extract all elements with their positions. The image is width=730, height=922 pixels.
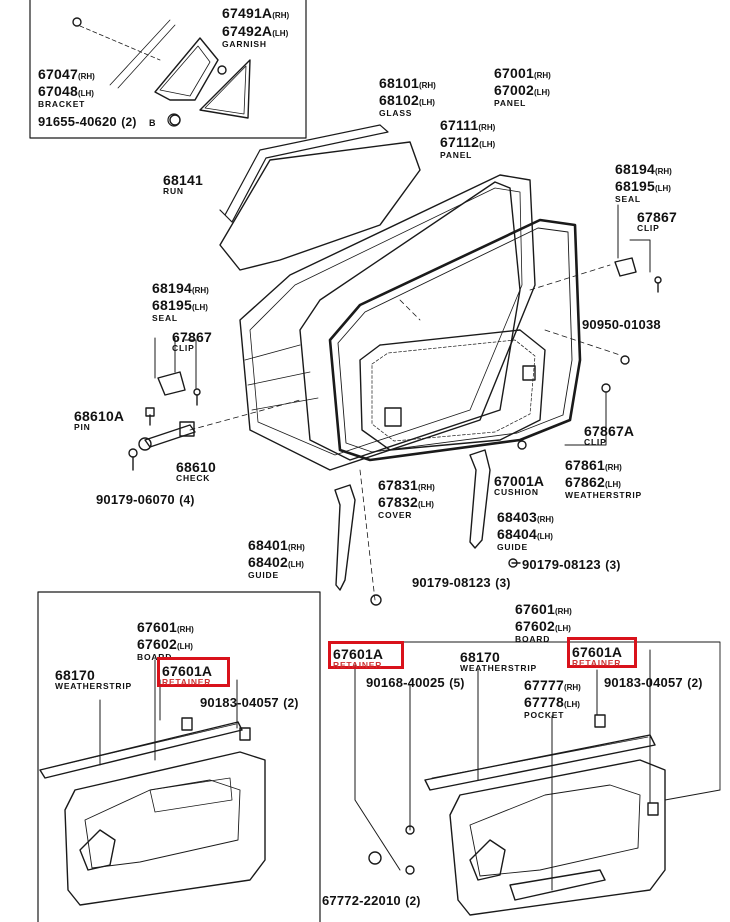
label-bolt-guide-right: 90179-08123 (3) <box>522 557 621 572</box>
label-weatherstrip: 67861(RH) 67862(LH) WEATHERSTRIP <box>565 457 642 500</box>
label-bracket: 67047(RH) 67048(LH) BRACKET <box>38 66 95 109</box>
garnish-part <box>199 59 251 119</box>
label-check: 68610 CHECK <box>176 459 216 483</box>
label-pin: 68610A PIN <box>74 408 125 432</box>
label-screw-right: 90950-01038 <box>582 317 661 332</box>
door-glass <box>219 141 421 271</box>
label-board-left: 67601(RH) 67602(LH) BOARD <box>137 619 194 662</box>
label-retainer-right-a: 67601A RETAINER <box>333 646 384 670</box>
label-seal-right: 68194(RH) 68195(LH) SEAL <box>615 161 672 204</box>
label-bolt-check: 90179-06070 (4) <box>96 492 195 507</box>
service-cover <box>359 329 546 451</box>
highlight-retainer-right-a <box>328 641 404 669</box>
label-clip-lower: 67867A CLIP <box>584 423 635 447</box>
label-pocket: 67777(RH) 67778(LH) POCKET <box>524 677 581 720</box>
label-weatherstrip-right: 68170 WEATHERSTRIP <box>460 649 537 673</box>
trim-board-right <box>449 759 666 916</box>
label-cover: 67831(RH) 67832(LH) COVER <box>378 477 435 520</box>
label-panel-outer: 67001(RH) 67002(LH) PANEL <box>494 65 551 108</box>
label-retainer-left: 67601A RETAINER <box>162 663 213 687</box>
label-seal-left: 68194(RH) 68195(LH) SEAL <box>152 280 209 323</box>
inset-frame-top <box>29 0 307 139</box>
highlight-retainer-left <box>157 657 230 687</box>
label-guide-left: 68401(RH) 68402(LH) GUIDE <box>248 537 305 580</box>
label-board-right: 67601(RH) 67602(LH) BOARD <box>515 601 572 644</box>
label-run: 68141 RUN <box>163 172 203 196</box>
door-inner-panel <box>299 181 521 461</box>
trim-board-left <box>64 751 266 906</box>
guide-left <box>334 484 356 591</box>
bracket-part <box>154 37 219 101</box>
label-bolt-guide-mid: 90179-08123 (3) <box>412 575 511 590</box>
inset-frame-bottom-left <box>37 591 321 922</box>
label-garnish: 67491A(RH) 67492A(LH) GARNISH <box>222 5 290 49</box>
label-cushion: 67001A CUSHION <box>494 473 545 497</box>
label-screw-right-b: 90183-04057 (2) <box>604 675 703 690</box>
label-screw-left: 90183-04057 (2) <box>200 695 299 710</box>
door-outer-panel <box>239 174 536 471</box>
label-pocket-screw: 67772-22010 (2) <box>322 893 421 908</box>
label-clip-left: 67867 CLIP <box>172 329 212 353</box>
check-part <box>144 424 196 448</box>
highlight-retainer-right-b <box>567 637 637 668</box>
label-bolt-top: 91655-40620 (2) B <box>38 114 156 129</box>
window-run <box>219 124 389 223</box>
label-weatherstrip-left: 68170 WEATHERSTRIP <box>55 667 132 691</box>
label-guide-right: 68403(RH) 68404(LH) GUIDE <box>497 509 554 552</box>
label-clip-right: 67867 CLIP <box>637 209 677 233</box>
label-retainer-right-b: 67601A RETAINER <box>572 644 623 668</box>
label-glass: 68101(RH) 68102(LH) GLASS <box>379 75 436 118</box>
door-weatherstrip <box>328 218 582 462</box>
label-panel-inner: 67111(RH) 67112(LH) PANEL <box>440 117 496 160</box>
label-clip-board: 90168-40025 (5) <box>366 675 465 690</box>
